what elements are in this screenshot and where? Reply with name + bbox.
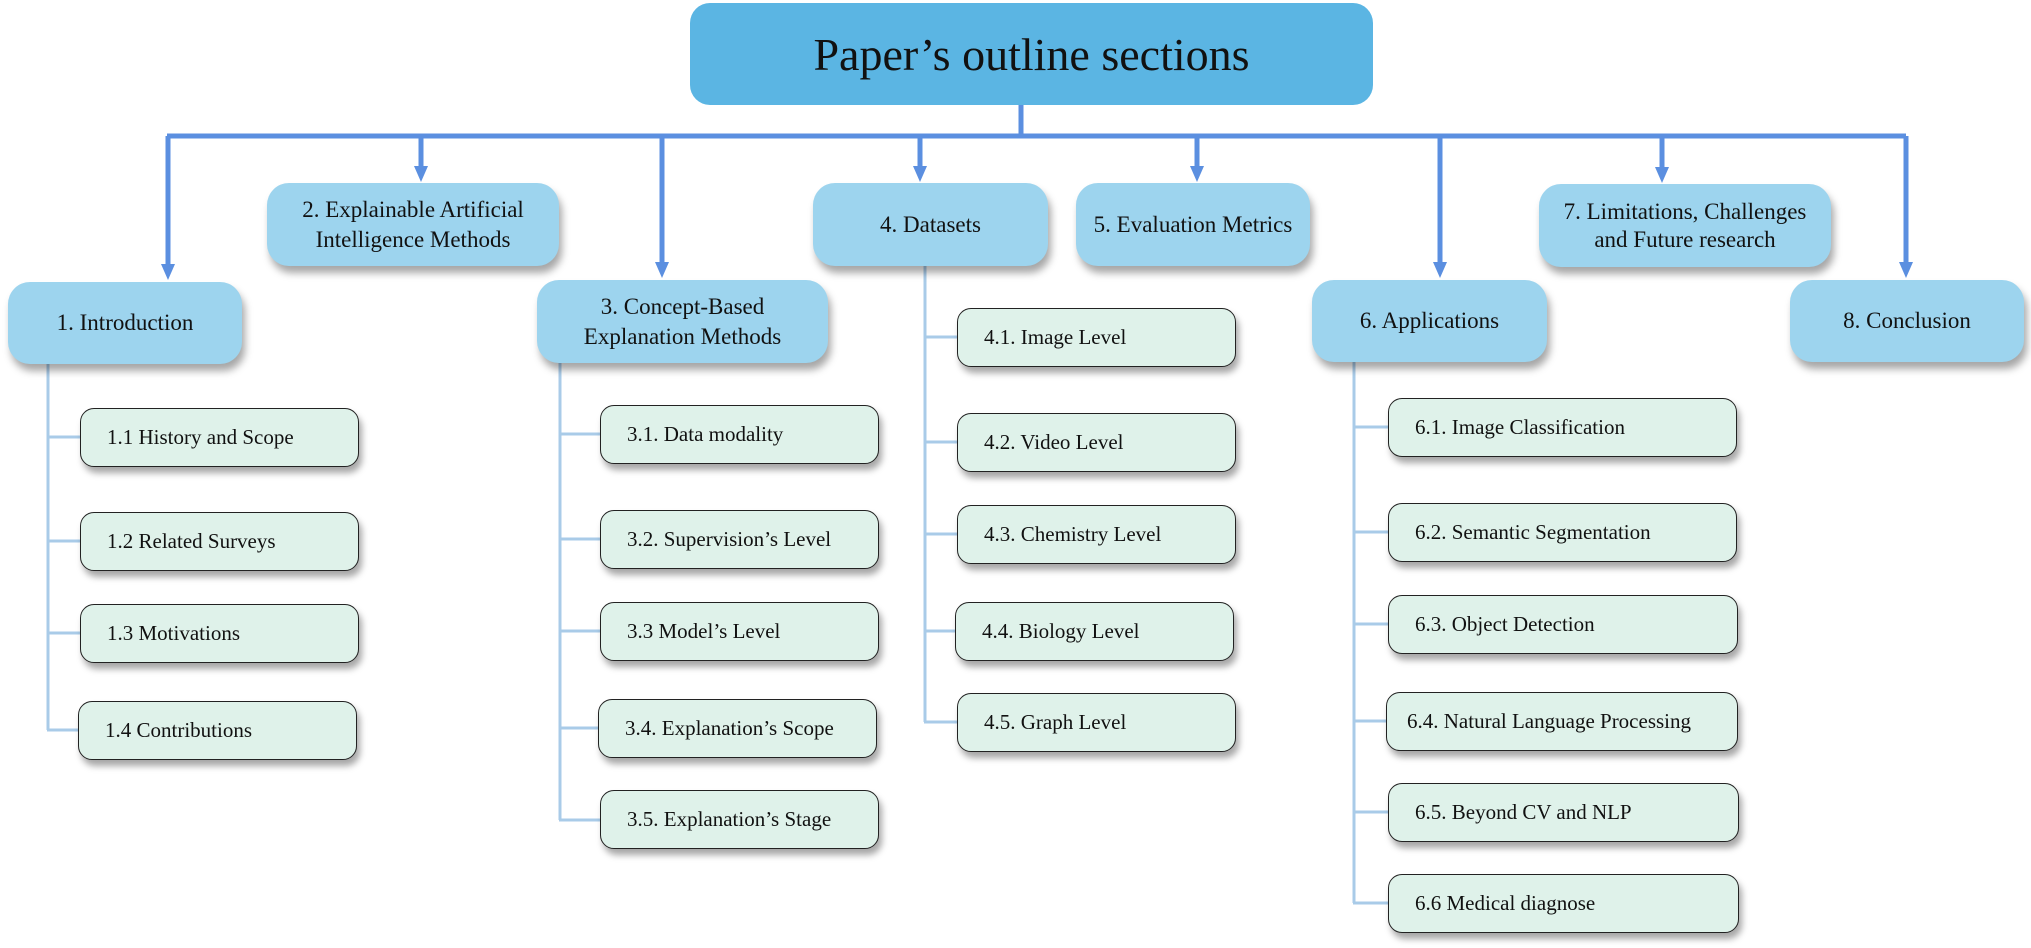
section-limitations: 7. Limitations, Challenges and Future re… — [1539, 184, 1831, 267]
subsection-box: 6.3. Object Detection — [1388, 595, 1738, 654]
arrow-head-icon — [414, 166, 428, 182]
subsection-box: 1.3 Motivations — [80, 604, 359, 663]
subsection-box: 6.4. Natural Language Processing — [1386, 692, 1738, 751]
subsection-box: 6.2. Semantic Segmentation — [1388, 503, 1737, 562]
subsection-box: 4.2. Video Level — [957, 413, 1236, 472]
section-concept-based-methods: 3. Concept-Based Explanation Methods — [537, 280, 828, 363]
subsection-box: 6.6 Medical diagnose — [1388, 874, 1739, 933]
subsection-box: 1.2 Related Surveys — [80, 512, 359, 571]
subsection-box: 3.4. Explanation’s Scope — [598, 699, 877, 758]
section-conclusion: 8. Conclusion — [1790, 280, 2024, 362]
section-introduction: 1. Introduction — [8, 282, 242, 364]
subsection-box: 3.5. Explanation’s Stage — [600, 790, 879, 849]
subsection-box: 3.3 Model’s Level — [600, 602, 879, 661]
subsection-box: 4.1. Image Level — [957, 308, 1236, 367]
arrow-head-icon — [1655, 167, 1669, 183]
arrow-head-icon — [1190, 166, 1204, 182]
subsection-box: 1.4 Contributions — [78, 701, 357, 760]
subsection-box: 1.1 History and Scope — [80, 408, 359, 467]
arrow-head-icon — [1899, 262, 1913, 278]
subsection-box: 4.3. Chemistry Level — [957, 505, 1236, 564]
arrow-head-icon — [161, 264, 175, 280]
arrow-head-icon — [655, 262, 669, 278]
subsection-box: 3.2. Supervision’s Level — [600, 510, 879, 569]
subsection-box: 6.1. Image Classification — [1388, 398, 1737, 457]
section-xai-methods: 2. Explainable Artificial Intelligence M… — [267, 183, 559, 266]
subsection-box: 4.5. Graph Level — [957, 693, 1236, 752]
diagram-title: Paper’s outline sections — [690, 3, 1373, 105]
section-datasets: 4. Datasets — [813, 183, 1048, 266]
subsection-box: 3.1. Data modality — [600, 405, 879, 464]
arrow-head-icon — [913, 166, 927, 182]
subsection-box: 6.5. Beyond CV and NLP — [1388, 783, 1739, 842]
section-evaluation-metrics: 5. Evaluation Metrics — [1076, 183, 1310, 266]
section-applications: 6. Applications — [1312, 280, 1547, 362]
subsection-box: 4.4. Biology Level — [955, 602, 1234, 661]
arrow-head-icon — [1433, 262, 1447, 278]
